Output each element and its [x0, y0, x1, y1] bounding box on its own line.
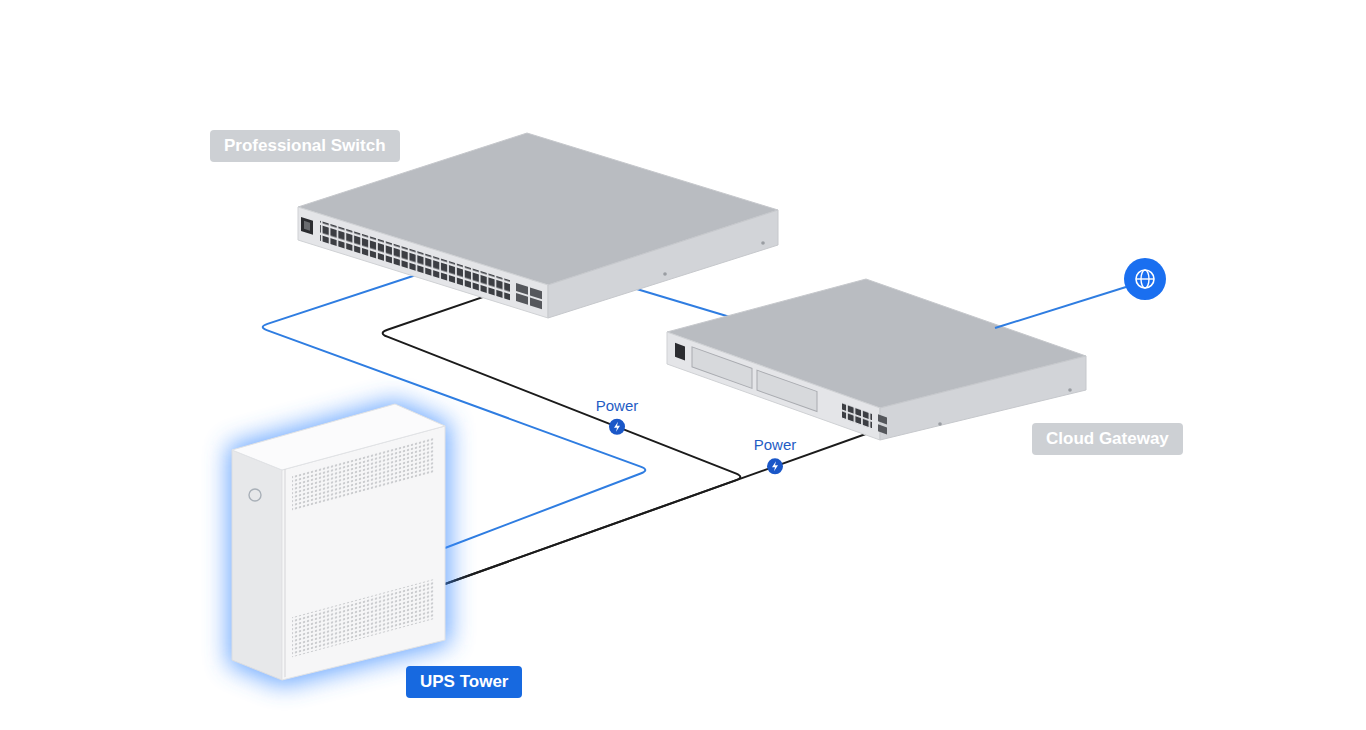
ups-glow — [228, 400, 450, 686]
gateway-node: Cloud Gateway — [730, 277, 1089, 430]
ups-illustration — [232, 404, 445, 680]
internet-globe — [995, 258, 1166, 328]
switch-node: Professional Switch — [296, 131, 780, 275]
power-icon — [767, 458, 783, 474]
cable-connector — [445, 430, 877, 584]
edge-label: Power — [593, 397, 642, 415]
edge-label: Power — [751, 436, 800, 454]
device-label: Professional Switch — [210, 130, 400, 162]
device-label: UPS Tower — [406, 666, 522, 698]
device-label: Cloud Gateway — [1032, 423, 1183, 455]
power-icon — [609, 419, 625, 435]
ups-node: UPS Tower — [215, 390, 445, 695]
gateway-illustration — [667, 279, 1086, 440]
cable-line — [445, 430, 877, 584]
